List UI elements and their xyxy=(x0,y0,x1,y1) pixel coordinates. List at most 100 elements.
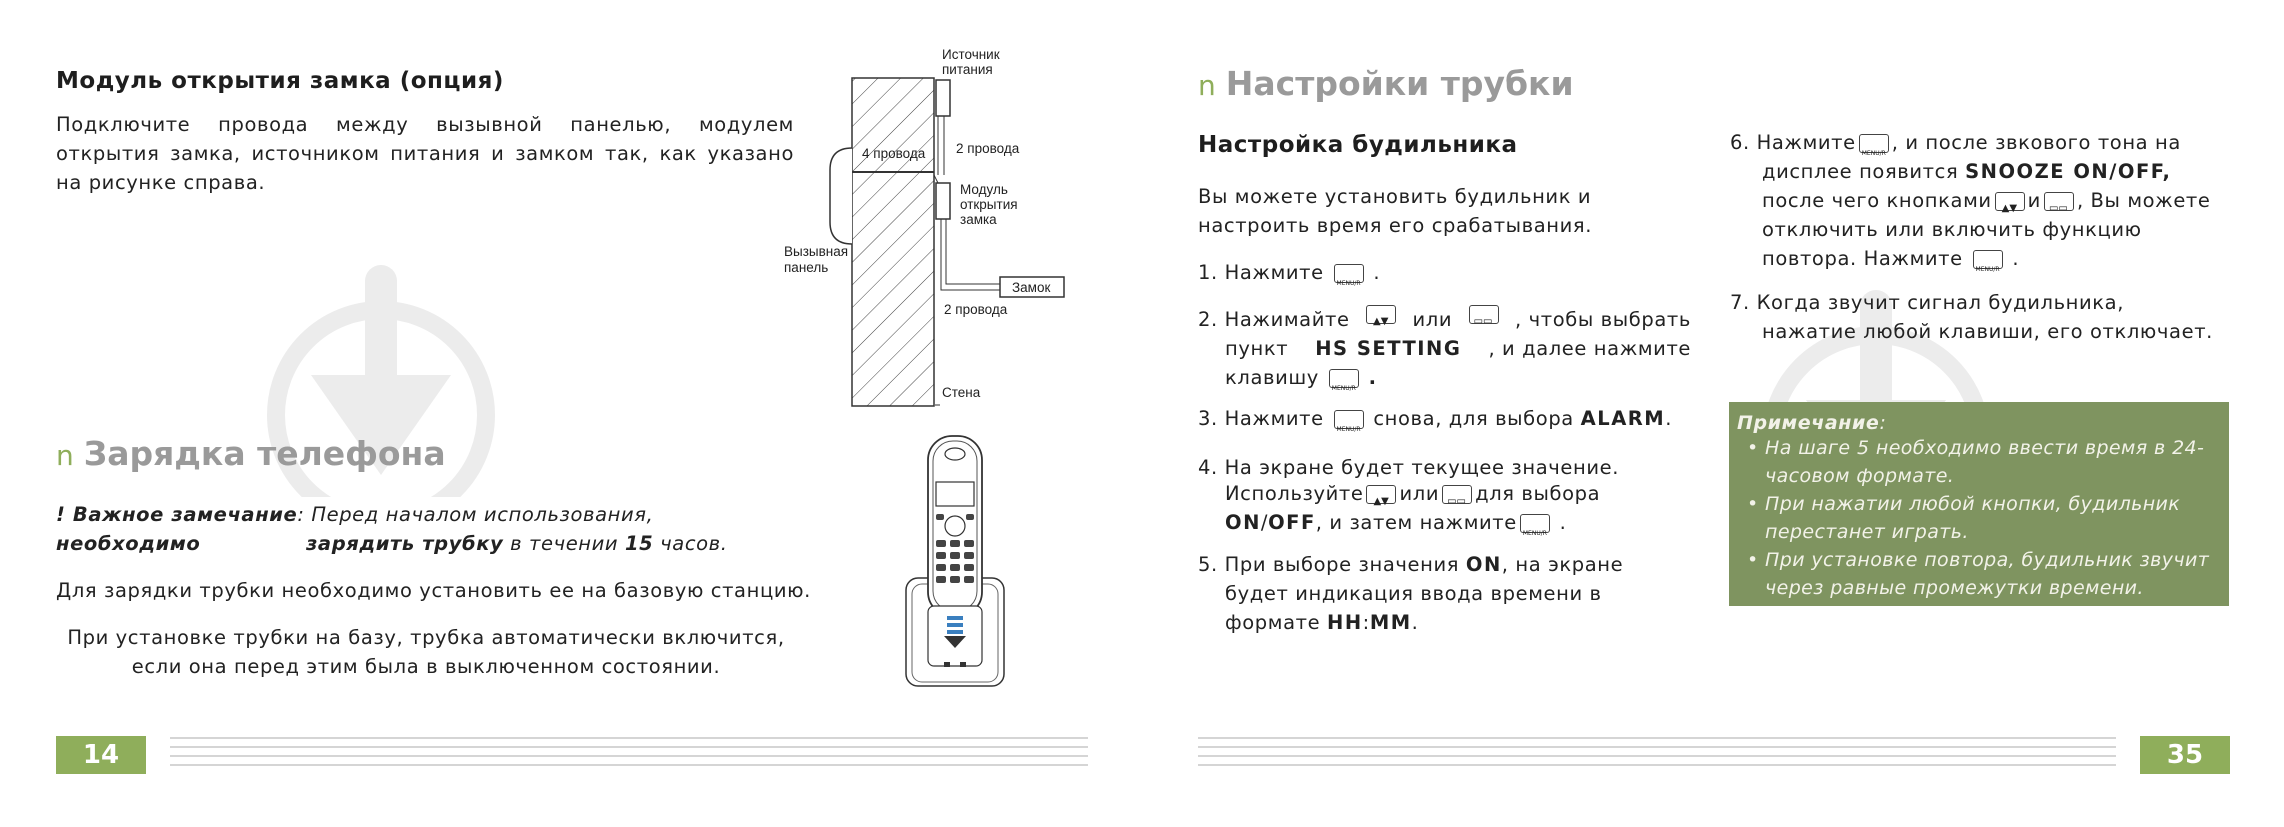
step-4-text-a: 4. На экране будет текущее значение. xyxy=(1198,456,1620,479)
phone-on-base-illustration xyxy=(905,435,1005,687)
step-5-text-b: , на экране xyxy=(1501,553,1624,576)
step-7: 7. Когда звучит сигнал будильника, нажат… xyxy=(1730,288,2250,346)
step-6-text-c: дисплее появится xyxy=(1762,160,1959,183)
step-2-text-b: , чтобы выбрать xyxy=(1515,308,1691,331)
step-6-text-a: 6. Нажмите xyxy=(1730,131,1856,154)
alarm-intro: Вы можете установить будильник и настрои… xyxy=(1198,185,1593,237)
step-3-alarm: ALARM xyxy=(1580,407,1666,430)
step-5-text-d: формате xyxy=(1225,611,1321,634)
step-6-text-g: повтора. Нажмите xyxy=(1762,247,1963,270)
important-bold-1: необходимо xyxy=(56,532,201,555)
important-note-line2: зарядить трубку в течении 15 часов. xyxy=(306,529,728,558)
step-6-snooze: SNOOZE ON/OFF, xyxy=(1965,160,2172,183)
charging-para-1: Для зарядки трубки необходимо установить… xyxy=(56,579,811,602)
lock-module-title: Модуль открытия замка (опция) xyxy=(56,68,504,94)
step-3: 3. Нажмите снова, для выбора ALARM. xyxy=(1198,404,1673,444)
footer-rules-right xyxy=(1198,737,2116,773)
step-2-hs-setting: HS SETTING xyxy=(1315,337,1462,360)
step-5-text-a: 5. При выборе значения xyxy=(1198,553,1460,576)
menu-key-icon xyxy=(1972,250,2003,284)
step-2-end: . xyxy=(1368,366,1378,389)
wiring-diagram xyxy=(829,77,1065,407)
step-1: 1. Нажмите . xyxy=(1198,258,1381,298)
settings-section-title: n Настройки трубки xyxy=(1198,64,1574,103)
step-3-end: . xyxy=(1665,407,1673,430)
step-6-text-f: отключить или включить функцию xyxy=(1762,218,2142,241)
step-5-end: . xyxy=(1411,611,1419,634)
label-2-wires-bottom: 2 провода xyxy=(944,302,1008,317)
step-3-text-b: снова, для выбора xyxy=(1373,407,1574,430)
download-watermark-icon xyxy=(267,265,495,497)
up-down-key-icon xyxy=(1366,485,1397,516)
important-bold-2: зарядить трубку xyxy=(306,532,504,555)
label-call-panel: Вызывная панель xyxy=(784,244,849,275)
step-4-on: ON xyxy=(1225,511,1261,534)
label-wall: Стена xyxy=(942,385,981,400)
step-5-colon: : xyxy=(1362,611,1370,634)
step-4-text-d: , и затем нажмите xyxy=(1315,511,1517,534)
charging-para-2-line-2: если она перед этим была в выключенном с… xyxy=(131,655,721,678)
step-2-text-a: 2. Нажимайте xyxy=(1198,308,1350,331)
step-6-text-e: , Вы можете xyxy=(2076,189,2211,212)
charging-para-2-line-1: При установке трубки на базу, трубка авт… xyxy=(67,626,785,649)
charging-title-text: Зарядка телефона xyxy=(83,434,446,473)
note-title-colon: : xyxy=(1879,412,1887,434)
step-4-text-c: для выбора xyxy=(1475,482,1601,505)
wall xyxy=(851,77,935,407)
label-2-wires-top: 2 провода xyxy=(956,141,1020,156)
note-item: • На шаге 5 необходимо ввести время в 24… xyxy=(1747,437,2205,487)
step-4-or: или xyxy=(1399,482,1440,505)
up-down-key-icon xyxy=(1994,192,2025,223)
section-bullet: n xyxy=(56,439,74,472)
step-1-end: . xyxy=(1373,261,1381,284)
step-4: 4. На экране будет текущее значение. Исп… xyxy=(1198,453,1620,548)
step-5-on: ON xyxy=(1465,553,1502,576)
note-box: Примечание: • На шаге 5 необходимо ввест… xyxy=(1729,402,2229,606)
step-6-and: и xyxy=(2027,189,2041,212)
lock-module-box xyxy=(935,182,951,220)
note-item-2-text: При нажатии любой кнопки, будильник пере… xyxy=(1765,493,2181,543)
step-7-text-b: нажатие любой клавиши, его отключает. xyxy=(1762,320,2213,343)
menu-key-icon xyxy=(1858,134,1889,168)
page-number-right: 35 xyxy=(2140,736,2230,774)
step-5-hh: HH xyxy=(1327,611,1363,634)
page-number-left: 14 xyxy=(56,736,146,774)
label-power-source: Источник питания xyxy=(942,47,1000,77)
section-bullet-right: n xyxy=(1198,69,1216,102)
step-4-slash: / xyxy=(1260,511,1269,534)
important-text-2: в течении xyxy=(503,532,626,555)
alarm-title: Настройка будильника xyxy=(1198,132,1518,158)
important-bold-3: 15 xyxy=(625,532,654,555)
step-2-text-d: , и далее нажмите xyxy=(1488,337,1691,360)
call-panel xyxy=(829,147,853,245)
settings-title-text: Настройки трубки xyxy=(1225,64,1574,103)
step-3-text-a: 3. Нажмите xyxy=(1198,407,1324,430)
step-5-text-c: будет индикация ввода времени в xyxy=(1225,582,1602,605)
power-source-box xyxy=(935,79,951,117)
note-item-1-text: На шаге 5 необходимо ввести время в 24-ч… xyxy=(1765,437,2205,487)
menu-key-icon xyxy=(1328,369,1359,403)
menu-key-icon xyxy=(1333,264,1364,298)
important-text-1: : Перед началом использования, xyxy=(297,503,654,526)
important-text-3: часов. xyxy=(653,532,728,555)
label-lock: Замок xyxy=(1012,280,1051,295)
important-note: ! Важное замечание: Перед началом исполь… xyxy=(56,500,796,558)
note-item-3-text: При установке повтора, будильник звучит … xyxy=(1765,549,2210,599)
step-4-end: . xyxy=(1559,511,1567,534)
step-4-off: OFF xyxy=(1268,511,1316,534)
note-item: • При установке повтора, будильник звучи… xyxy=(1747,549,2210,599)
step-6: 6. Нажмите , и после звкового тона на дис… xyxy=(1730,128,2230,284)
note-title: Примечание xyxy=(1737,412,1880,434)
note-item: • При нажатии любой кнопки, будильник пе… xyxy=(1747,493,2181,543)
step-4-text-b: Используйте xyxy=(1225,482,1364,505)
step-6-end: . xyxy=(2012,247,2020,270)
lock-box xyxy=(999,276,1065,298)
step-5-mm: MM xyxy=(1369,611,1412,634)
step-6-text-d: после чего кнопками xyxy=(1762,189,1992,212)
up-down-key-icon xyxy=(1366,305,1397,336)
charging-para-2: При установке трубки на базу, трубка авт… xyxy=(56,623,796,681)
step-6-text-b: , и после звкового тона на xyxy=(1891,131,2181,154)
footer-rules-left xyxy=(170,737,1088,773)
step-2-or: или xyxy=(1412,308,1453,331)
menu-key-icon xyxy=(1333,410,1364,444)
